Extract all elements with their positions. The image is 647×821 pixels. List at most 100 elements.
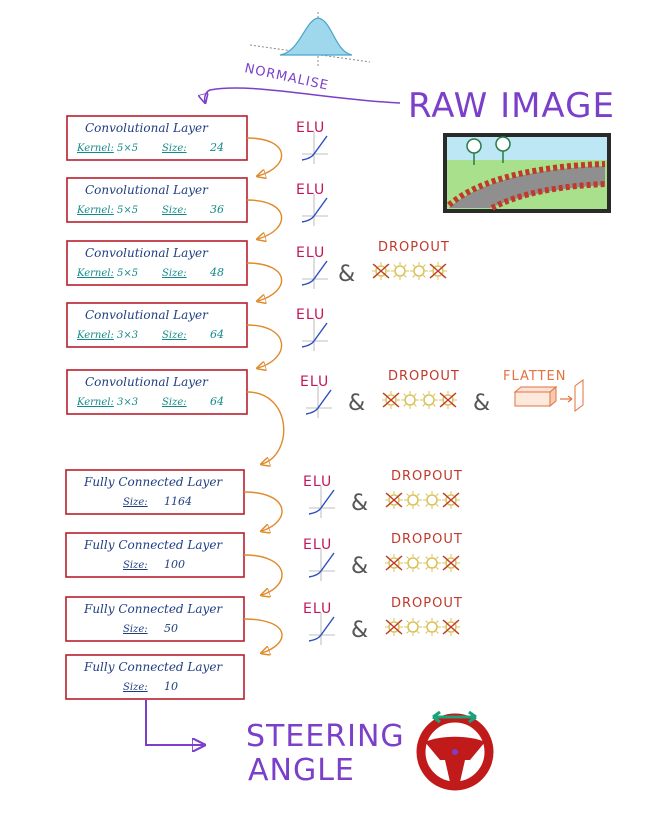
- dropout-label: DROPOUT: [388, 369, 460, 384]
- steering-label: STEERING: [246, 719, 405, 754]
- layer-title: Fully Connected Layer: [83, 475, 223, 489]
- kernel-value: 3×3: [117, 330, 138, 341]
- ampersand: &: [473, 391, 490, 416]
- neuron-icon: [385, 491, 403, 509]
- dropout-label: DROPOUT: [378, 240, 450, 255]
- elu-curve-icon: [308, 549, 335, 581]
- elu-label: ELU: [296, 120, 325, 136]
- size-label: Size:: [123, 497, 148, 508]
- elu-curve-icon: [308, 486, 335, 518]
- elu-label: ELU: [296, 245, 325, 261]
- flow-arrow: [246, 324, 283, 368]
- size-label: Size:: [162, 143, 187, 154]
- neuron-icon: [423, 491, 441, 509]
- size-value: 10: [164, 680, 178, 693]
- layer-title: Convolutional Layer: [85, 246, 209, 260]
- layer-border: [66, 177, 248, 223]
- neuron-icon: [385, 554, 403, 572]
- elu-label: ELU: [300, 374, 329, 390]
- size-value: 1164: [164, 495, 192, 508]
- ampersand: &: [351, 618, 368, 643]
- kernel-value: 5×5: [117, 268, 138, 279]
- layer-title: Fully Connected Layer: [83, 660, 223, 674]
- road-image-icon: [443, 133, 611, 213]
- dropout-label: DROPOUT: [391, 532, 463, 547]
- elu-curve-icon: [301, 194, 328, 226]
- layer-title: Convolutional Layer: [85, 308, 209, 322]
- neuron-icon: [401, 391, 419, 409]
- neuron-icon: [391, 262, 409, 280]
- flow-arrow: [246, 262, 283, 301]
- steering-wheel-icon: [416, 713, 494, 791]
- flow-arrow: [243, 491, 283, 531]
- flow-arrow: [246, 199, 283, 239]
- output-arrow: [145, 700, 203, 745]
- size-value: 64: [210, 328, 224, 341]
- elu-label: ELU: [303, 601, 332, 617]
- neuron-icon: [404, 491, 422, 509]
- size-value: 36: [210, 203, 224, 216]
- dropout-neurons: [385, 618, 460, 636]
- elu-label: ELU: [303, 474, 332, 490]
- flow-arrow: [243, 554, 283, 595]
- normalise-arrow: [205, 87, 401, 103]
- neuron-icon: [442, 618, 460, 636]
- neuron-icon: [404, 618, 422, 636]
- size-label: Size:: [162, 397, 187, 408]
- elu-label: ELU: [296, 307, 325, 323]
- ampersand: &: [338, 262, 355, 287]
- size-value: 48: [209, 266, 224, 279]
- neuron-icon: [420, 391, 438, 409]
- normal-distribution-icon: [249, 12, 371, 68]
- flow-arrow: [246, 391, 285, 464]
- size-value: 50: [164, 622, 178, 635]
- neuron-icon: [429, 262, 447, 280]
- kernel-label: Kernel:: [76, 330, 114, 341]
- kernel-value: 5×5: [117, 205, 138, 216]
- neuron-icon: [372, 262, 390, 280]
- layer-title: Convolutional Layer: [85, 121, 209, 135]
- ampersand: &: [351, 491, 368, 516]
- dropout-label: DROPOUT: [391, 469, 463, 484]
- elu-curve-icon: [308, 613, 335, 645]
- angle-label: ANGLE: [248, 753, 355, 788]
- dropout-neurons: [372, 262, 447, 280]
- size-value: 64: [210, 395, 224, 408]
- neuron-icon: [385, 618, 403, 636]
- neuron-icon: [442, 491, 460, 509]
- kernel-label: Kernel:: [76, 268, 114, 279]
- elu-curve-icon: [301, 319, 328, 351]
- layer-border: [65, 596, 245, 642]
- layer-border: [65, 654, 245, 700]
- kernel-value: 5×5: [117, 143, 138, 154]
- flow-arrow: [246, 137, 283, 176]
- size-label: Size:: [162, 268, 187, 279]
- elu-curve-icon: [301, 132, 328, 164]
- raw-image-label: RAW IMAGE: [408, 86, 615, 126]
- elu-curve-icon: [301, 257, 328, 289]
- neuron-icon: [410, 262, 428, 280]
- elu-label: ELU: [296, 182, 325, 198]
- rotate-arrow-icon: [432, 710, 477, 724]
- flatten-block-icon: [513, 379, 584, 412]
- layer-title: Fully Connected Layer: [83, 538, 223, 552]
- layer-border: [66, 302, 248, 348]
- dropout-neurons: [385, 554, 460, 572]
- neuron-icon: [423, 618, 441, 636]
- neuron-icon: [404, 554, 422, 572]
- neuron-icon: [423, 554, 441, 572]
- layer-title: Convolutional Layer: [85, 375, 209, 389]
- kernel-label: Kernel:: [76, 205, 114, 216]
- dropout-label: DROPOUT: [391, 596, 463, 611]
- dropout-neurons: [382, 391, 457, 409]
- ampersand: &: [348, 391, 365, 416]
- size-value: 24: [209, 141, 224, 154]
- layer-title: Convolutional Layer: [85, 183, 209, 197]
- layer-border: [66, 240, 248, 286]
